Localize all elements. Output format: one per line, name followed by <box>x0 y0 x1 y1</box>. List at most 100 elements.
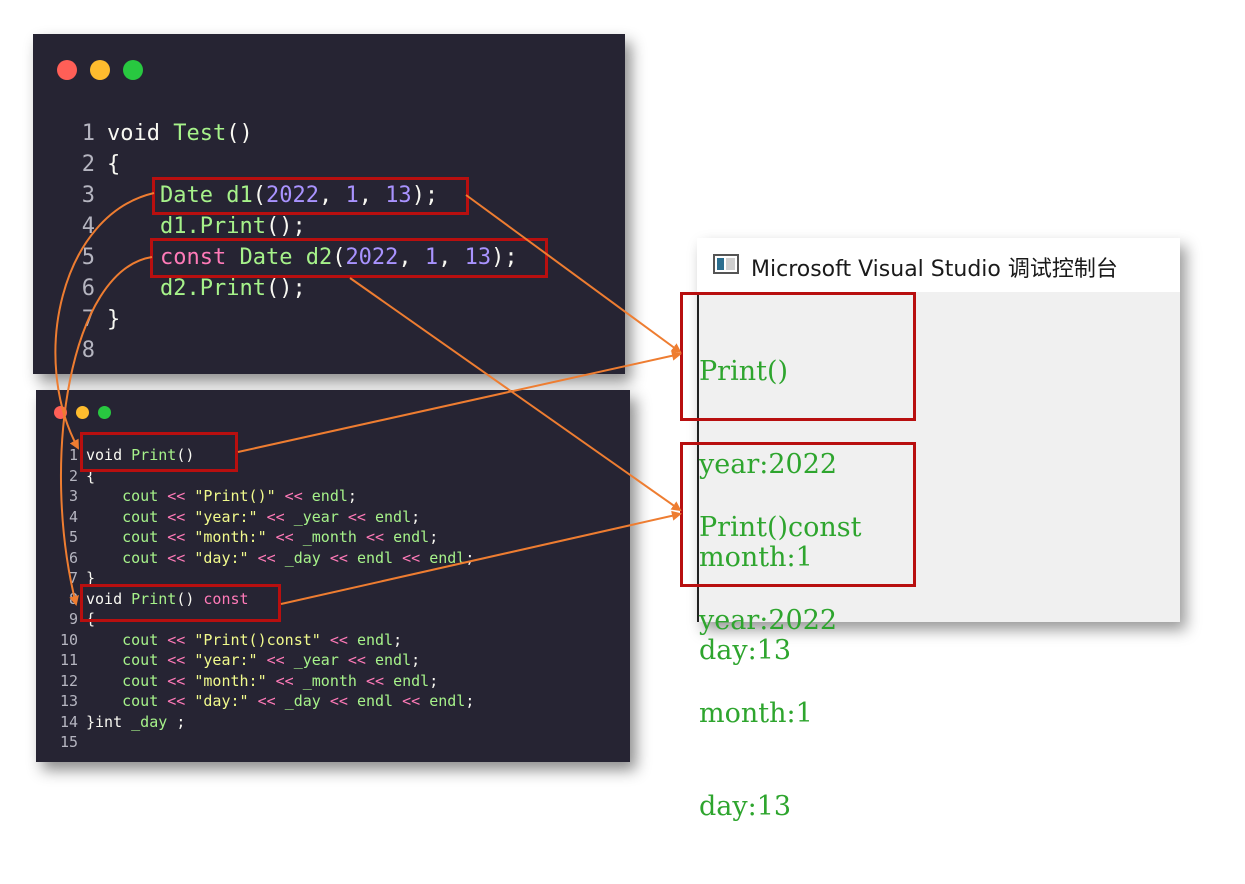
highlight-output-print <box>680 292 916 421</box>
code-token: ; <box>347 487 357 505</box>
code-token: 2022 <box>345 245 399 270</box>
line-number: 6 <box>68 548 78 567</box>
code-text: void Test() <box>107 118 253 149</box>
code-token: _day <box>284 692 330 710</box>
code-token: ); <box>411 183 439 208</box>
line-number: 1 <box>68 446 78 464</box>
code-text: { <box>107 149 120 180</box>
code-text: cout << "year:" << _year << endl; <box>86 507 420 528</box>
console-output-line: day:13 <box>699 791 792 822</box>
code-token: << <box>320 630 357 649</box>
code-token: ( <box>332 245 346 270</box>
code-token: << <box>402 548 430 567</box>
code-token: cout <box>122 548 168 567</box>
code-token <box>86 528 122 546</box>
code-token: << <box>167 507 195 526</box>
code-token: endl <box>393 671 430 690</box>
code-token: , <box>438 245 465 270</box>
code-token: _year <box>293 651 348 669</box>
code-token: << <box>248 548 285 567</box>
highlight-void-print <box>80 432 238 472</box>
code-token <box>107 214 160 239</box>
code-token <box>107 276 160 301</box>
console-output-line: month:1 <box>699 698 813 729</box>
window-minimize-dot[interactable] <box>76 406 89 419</box>
console-titlebar: Microsoft Visual Studio 调试控制台 <box>697 238 1180 292</box>
code-token <box>86 631 122 649</box>
code-token: << <box>167 548 195 567</box>
code-token <box>86 549 122 567</box>
code-token: << <box>167 651 195 669</box>
code-token: << <box>167 528 195 546</box>
code-token: Date d1 <box>159 183 253 208</box>
highlight-const-date-d2 <box>150 238 548 278</box>
code-token: << <box>266 528 303 546</box>
line-number: 12 <box>59 671 78 690</box>
code-text: cout << "day:" << _day << endl << endl; <box>86 691 474 712</box>
window-close-dot[interactable] <box>54 406 67 419</box>
code-token: _day <box>284 548 330 567</box>
code-token: "year:" <box>194 507 258 526</box>
line-number: 9 <box>68 610 78 628</box>
code-token: << <box>248 692 285 710</box>
window-zoom-dot[interactable] <box>98 406 111 419</box>
code-token: cout <box>122 692 168 710</box>
code-token: ; <box>429 528 439 546</box>
line-number: 3 <box>81 183 95 208</box>
code-token: int <box>95 712 132 731</box>
window-zoom-dot[interactable] <box>123 60 143 80</box>
code-text: cout << "year:" << _year << endl; <box>86 650 420 671</box>
line-number: 5 <box>81 245 95 270</box>
code-token: ; <box>411 651 421 669</box>
code-text: cout << "Print()" << endl; <box>86 486 357 507</box>
line-number: 15 <box>59 733 78 751</box>
window-minimize-dot[interactable] <box>90 60 110 80</box>
code-token: { <box>107 152 121 177</box>
code-token: << <box>167 487 195 505</box>
code-token: 13 <box>385 183 412 208</box>
code-token: endl <box>429 692 466 710</box>
line-number: 11 <box>59 651 78 669</box>
line-number: 6 <box>81 276 95 301</box>
code-text: } <box>107 304 120 335</box>
console-output-line: year:2022 <box>699 449 838 480</box>
line-number: 2 <box>68 466 78 485</box>
code-token: ; <box>411 507 421 526</box>
console-title: Microsoft Visual Studio 调试控制台 <box>751 257 1118 282</box>
highlight-void-print-const <box>80 584 281 622</box>
code-token: << <box>257 651 294 669</box>
code-token: endl <box>356 692 403 710</box>
code-text: cout << "Print()const" << endl; <box>86 630 402 651</box>
code-token: , <box>318 183 346 208</box>
code-token: } <box>107 307 121 332</box>
code-token: ; <box>393 630 403 649</box>
code-token: () <box>176 446 195 464</box>
code-token: << <box>257 507 294 526</box>
line-number: 13 <box>59 692 78 710</box>
code-text: d1.Print(); <box>107 211 306 242</box>
line-number: 3 <box>68 487 78 505</box>
window-close-dot[interactable] <box>57 60 77 80</box>
code-token: endl <box>356 548 403 567</box>
code-token: () <box>176 589 204 608</box>
code-token: "year:" <box>194 651 258 669</box>
line-number: 4 <box>81 214 95 239</box>
code-token: << <box>167 630 195 649</box>
code-token: const <box>159 245 240 270</box>
code-token: 1 <box>345 183 359 208</box>
code-text: cout << "month:" << _month << endl; <box>86 671 438 692</box>
code-token: Test <box>173 121 227 146</box>
console-output-block-2: Print()const year:2022 month:1 day:13 <box>699 450 862 884</box>
code-text: Date d1(2022, 1, 13); <box>107 180 438 211</box>
code-token: << <box>365 528 394 546</box>
code-token: void <box>107 121 174 146</box>
line-number: 5 <box>68 528 78 546</box>
code-text: d2.Print(); <box>107 273 306 304</box>
code-token: cout <box>122 507 168 526</box>
code-token: cout <box>122 651 168 669</box>
console-output-block-1: Print() year:2022 month:1 day:13 <box>699 294 837 728</box>
code-token: _month <box>302 528 366 546</box>
code-token: const <box>203 589 249 608</box>
code-text: cout << "day:" << _day << endl << endl; <box>86 548 474 569</box>
code-token: << <box>167 671 195 690</box>
